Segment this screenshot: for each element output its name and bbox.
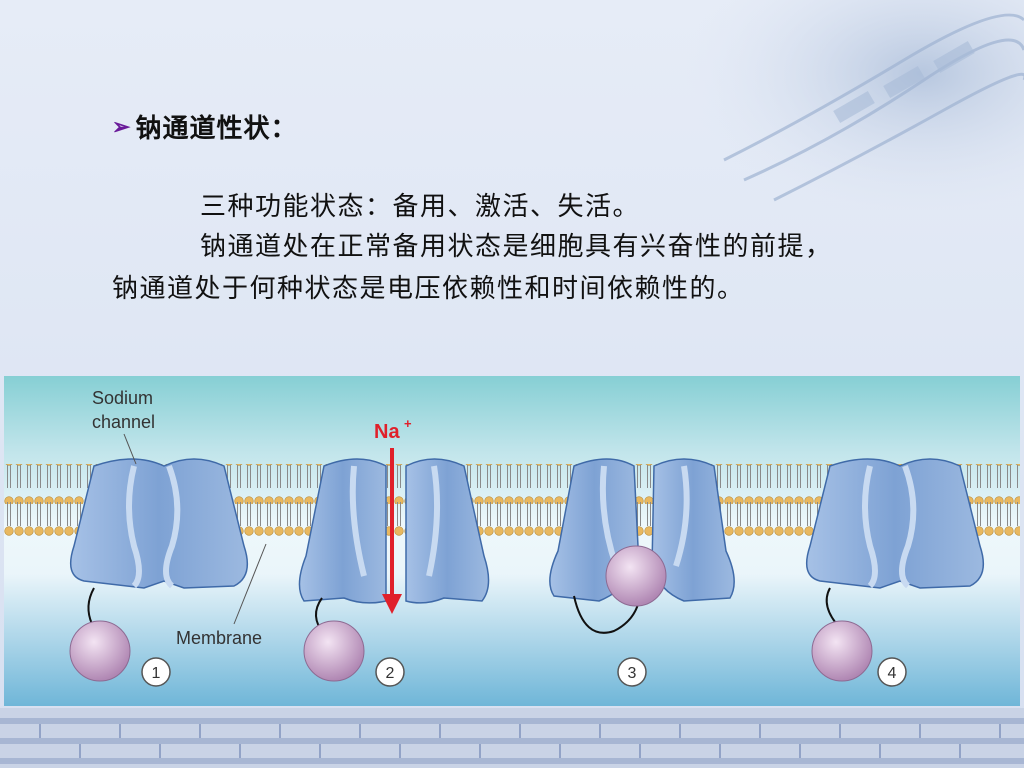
svg-text:2: 2 <box>386 665 395 682</box>
resting-state-text: 钠通道处在正常备用状态是细胞具有兴奋性的前提， <box>200 232 833 262</box>
state-number-1: 1 <box>141 657 171 687</box>
state-number-4: 4 <box>877 657 907 687</box>
section-title-text: 钠通道性状： <box>135 114 298 144</box>
decorative-corner-art <box>684 0 1024 210</box>
sodium-channel-pointer <box>123 433 137 465</box>
state-number-2: 2 <box>375 657 405 687</box>
inactivation-ball-4 <box>811 620 873 682</box>
channel-state-1 <box>69 458 249 625</box>
na-ion-label: Na <box>374 421 400 443</box>
state-number-3: 3 <box>617 657 647 687</box>
inactivation-ball-3 <box>605 545 667 607</box>
sodium-channel-diagram: Na + Sodium channel Membrane 1 <box>4 376 1020 706</box>
bullet-arrow-icon: ➢ <box>112 113 132 140</box>
sodium-label: Sodium <box>92 388 153 408</box>
inactivation-ball-2 <box>303 620 365 682</box>
membrane-label: Membrane <box>176 628 262 648</box>
dependency-text: 钠通道处于何种状态是电压依赖性和时间依赖性的。 <box>112 274 745 304</box>
membrane-pointer <box>233 543 267 625</box>
na-charge-label: + <box>404 416 412 431</box>
channel-label: channel <box>92 412 155 432</box>
section-title: ➢ 钠通道性状： <box>112 108 297 145</box>
na-influx-arrow <box>382 448 402 614</box>
decorative-brick-footer <box>0 708 1024 768</box>
svg-text:3: 3 <box>628 665 637 682</box>
svg-text:1: 1 <box>152 665 161 682</box>
channel-state-2 <box>298 458 490 635</box>
svg-text:4: 4 <box>888 665 897 682</box>
states-text: 三种功能状态：备用、激活、失活。 <box>200 192 641 222</box>
inactivation-ball-1 <box>69 620 131 682</box>
